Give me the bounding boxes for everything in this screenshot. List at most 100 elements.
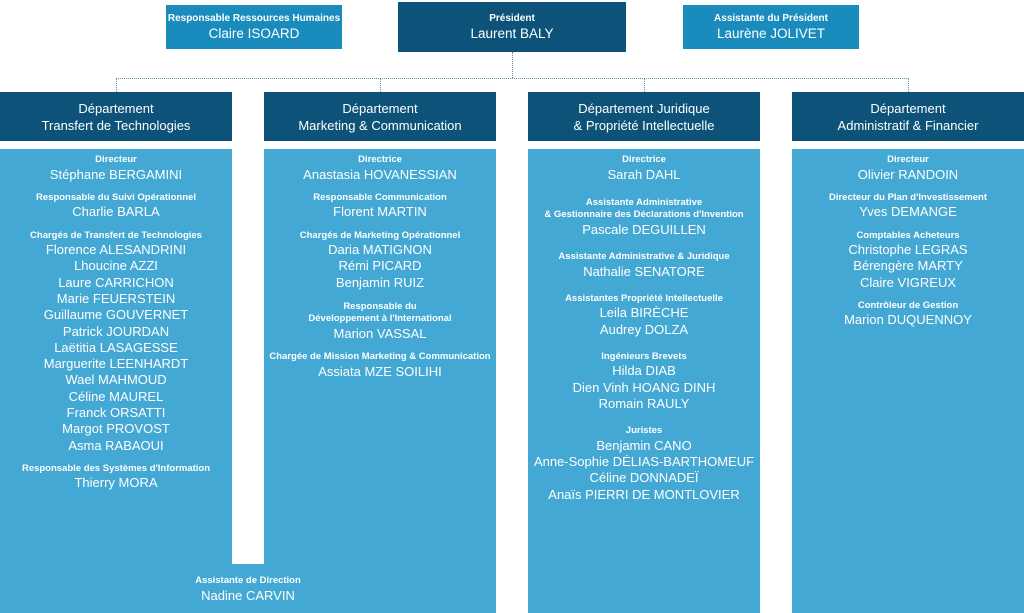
role-title: Responsable des Systèmes d'Information	[21, 462, 211, 474]
role-group: Chargés de Marketing Opérationnel Daria …	[264, 230, 496, 291]
dept-header-line: Marketing & Communication	[298, 117, 462, 133]
hr-manager-name: Claire ISOARD	[208, 26, 300, 41]
person-name: Guillaume GOUVERNET	[43, 307, 189, 323]
dept-header-line: Département	[870, 100, 946, 116]
role-group: Responsable du Suivi Opérationnel Charli…	[0, 192, 232, 221]
person-name: Bérengère MARTY	[853, 258, 963, 274]
person-name: Anaïs PIERRI DE MONTLOVIER	[548, 486, 740, 502]
person-name: Yves DEMANGE	[859, 204, 957, 220]
role-group: Contrôleur de Gestion Marion DUQUENNOY	[792, 300, 1024, 329]
president-box: Président Laurent BALY	[398, 2, 626, 52]
person-name: Audrey DOLZA	[599, 321, 689, 337]
person-name: Hilda DIAB	[612, 363, 676, 379]
person-name: Assiata MZE SOILIHI	[318, 363, 442, 379]
person-name: Asma RABAOUI	[68, 437, 164, 453]
role-group: Directrice Sarah DAHL	[528, 154, 760, 183]
person-name: Franck ORSATTI	[66, 405, 166, 421]
person-name: Marion VASSAL	[333, 325, 427, 341]
role-title: & Gestionnaire des Déclarations d'Invent…	[544, 209, 744, 221]
person-name: Claire VIGREUX	[859, 274, 957, 290]
president-assistant-box: Assistante du Président Laurène JOLIVET	[683, 5, 859, 49]
role-group: Ingénieurs Brevets Hilda DIAB Dien Vinh …	[528, 351, 760, 412]
person-name: Benjamin RUIZ	[335, 274, 425, 290]
dept-header-line: & Propriété Intellectuelle	[573, 117, 715, 133]
person-name: Christophe LEGRAS	[848, 242, 968, 258]
person-name: Leila BIRÈCHE	[599, 305, 689, 321]
role-group: Assistante Administrative & Gestionnaire…	[528, 197, 760, 238]
dept-panel-legal: Directrice Sarah DAHL Assistante Adminis…	[528, 149, 760, 613]
role-group: Directrice Anastasia HOVANESSIAN	[264, 154, 496, 183]
role-group: Assistante Administrative & Juridique Na…	[528, 251, 760, 280]
role-title: Comptables Acheteurs	[856, 229, 960, 241]
role-group: Chargée de Mission Marketing & Communica…	[264, 351, 496, 380]
person-name: Anastasia HOVANESSIAN	[303, 166, 457, 182]
person-name: Céline MAUREL	[68, 388, 164, 404]
president-title: Président	[489, 13, 535, 24]
dept-header-line: Transfert de Technologies	[41, 117, 191, 133]
dept-panel-tech-transfer: Directeur Stéphane BERGAMINI Responsable…	[0, 149, 232, 564]
role-title: Assistante Administrative	[585, 196, 703, 208]
dept-panel-marketing: Directrice Anastasia HOVANESSIAN Respons…	[264, 149, 496, 613]
person-name: Daria MATIGNON	[328, 242, 432, 258]
role-title: Développement à l'International	[308, 313, 452, 325]
role-title: Directrice	[622, 154, 666, 165]
person-name: Stéphane BERGAMINI	[49, 166, 183, 182]
role-group: Directeur du Plan d'Investissement Yves …	[792, 192, 1024, 221]
person-name: Benjamin CANO	[596, 437, 692, 453]
person-name: Patrick JOURDAN	[62, 323, 170, 339]
role-title: Chargés de Marketing Opérationnel	[299, 229, 461, 241]
connector-dept-4	[908, 78, 909, 92]
role-group: Assistantes Propriété Intellectuelle Lei…	[528, 293, 760, 338]
person-name: Céline DONNADEÏ	[589, 470, 699, 486]
person-name: Rémi PICARD	[338, 258, 422, 274]
role-group: Directeur Stéphane BERGAMINI	[0, 154, 232, 183]
person-name: Thierry MORA	[74, 475, 158, 491]
dept-header-finance: Département Administratif & Financier	[792, 92, 1024, 141]
dept-header-line: Administratif & Financier	[837, 117, 979, 133]
president-assistant-title: Assistante du Président	[714, 13, 828, 24]
president-name: Laurent BALY	[470, 26, 554, 41]
role-title: Directeur	[887, 154, 929, 165]
connector-dept-1	[116, 78, 117, 92]
role-title: Directeur du Plan d'Investissement	[828, 191, 987, 203]
dept-header-line: Département Juridique	[578, 100, 710, 116]
person-name: Marguerite LEENHARDT	[43, 356, 189, 372]
role-group: Directeur Olivier RANDOIN	[792, 154, 1024, 183]
role-title: Directrice	[358, 154, 402, 165]
role-title: Directeur	[95, 154, 137, 165]
person-name: Charlie BARLA	[72, 204, 160, 220]
direction-assistant-name: Nadine CARVIN	[201, 587, 295, 603]
role-title: Juristes	[625, 425, 663, 437]
person-name: Anne-Sophie DÉLIAS-BARTHOMEUF	[533, 454, 755, 470]
person-name: Laure CARRICHON	[58, 274, 174, 290]
person-name: Sarah DAHL	[607, 166, 681, 182]
president-assistant-name: Laurène JOLIVET	[716, 26, 826, 41]
person-name: Wael MAHMOUD	[65, 372, 167, 388]
role-title: Assistante Administrative & Juridique	[558, 251, 730, 263]
role-title: Responsable Communication	[313, 191, 447, 203]
dept-header-tech-transfer: Département Transfert de Technologies	[0, 92, 232, 141]
role-title: Responsable du	[343, 300, 417, 312]
person-name: Olivier RANDOIN	[857, 166, 959, 182]
dept-header-line: Département	[342, 100, 418, 116]
person-name: Marie FEUERSTEIN	[56, 290, 176, 306]
person-name: Florence ALESANDRINI	[45, 242, 187, 258]
role-group: Comptables Acheteurs Christophe LEGRAS B…	[792, 230, 1024, 291]
role-group: Responsable Communication Florent MARTIN	[264, 192, 496, 221]
role-title: Assistantes Propriété Intellectuelle	[565, 292, 723, 304]
person-name: Pascale DEGUILLEN	[582, 221, 706, 237]
connector-horizontal	[116, 78, 909, 79]
role-title: Ingénieurs Brevets	[601, 350, 687, 362]
role-group: Chargés de Transfert de Technologies Flo…	[0, 230, 232, 454]
role-title: Contrôleur de Gestion	[857, 299, 959, 311]
hr-manager-title: Responsable Ressources Humaines	[167, 13, 341, 24]
role-group: Responsable du Développement à l'Interna…	[264, 301, 496, 342]
connector-president-down	[512, 52, 513, 78]
connector-dept-2	[380, 78, 381, 92]
person-name: Marion DUQUENNOY	[844, 312, 972, 328]
connector-dept-3	[644, 78, 645, 92]
person-name: Romain RAULY	[598, 396, 690, 412]
person-name: Dien Vinh HOANG DINH	[572, 379, 716, 395]
dept-header-line: Département	[78, 100, 154, 116]
dept-header-legal: Département Juridique & Propriété Intell…	[528, 92, 760, 141]
